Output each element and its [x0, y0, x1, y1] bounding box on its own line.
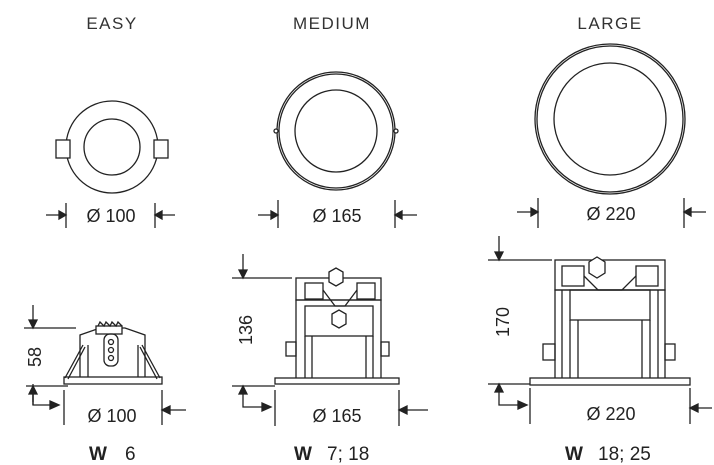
medium-height-dimension: 136 — [232, 254, 292, 395]
easy-bottom-dimension: Ø 100 — [32, 388, 186, 426]
medium-top-view — [273, 71, 399, 191]
medium-height: 136 — [236, 315, 256, 345]
large-side-view — [529, 256, 691, 386]
medium-watt: W 7; 18 — [294, 444, 369, 465]
medium-watt-values: 7; 18 — [327, 444, 369, 465]
large-bottom-dimension: Ø 220 — [498, 386, 712, 424]
large-watt: W 18; 25 — [565, 444, 651, 465]
easy-top-diameter: Ø 100 — [86, 206, 135, 226]
size-title-easy: EASY — [86, 14, 138, 33]
easy-side-view — [63, 320, 163, 385]
medium-bottom-diameter: Ø 165 — [312, 406, 361, 426]
large-top-diameter: Ø 220 — [586, 204, 635, 224]
large-height: 170 — [493, 307, 513, 337]
large-top-dimension: Ø 220 — [517, 198, 706, 228]
easy-watt-values: 6 — [125, 444, 136, 465]
easy-watt: W 6 — [89, 444, 136, 465]
easy-height: 58 — [25, 347, 45, 367]
large-watt-values: 18; 25 — [598, 444, 651, 465]
size-title-large: LARGE — [577, 14, 643, 33]
medium-bottom-dimension: Ø 165 — [242, 388, 428, 426]
medium-watt-label: W — [294, 444, 312, 465]
easy-top-dimension: Ø 100 — [46, 203, 175, 228]
easy-bottom-diameter: Ø 100 — [87, 406, 136, 426]
large-height-dimension: 170 — [488, 236, 552, 393]
easy-top-view — [55, 100, 169, 194]
size-title-medium: MEDIUM — [293, 14, 371, 33]
large-watt-label: W — [565, 444, 583, 465]
large-bottom-diameter: Ø 220 — [586, 404, 635, 424]
medium-top-diameter: Ø 165 — [312, 206, 361, 226]
easy-height-dimension: 58 — [24, 305, 76, 405]
medium-top-dimension: Ø 165 — [258, 200, 417, 228]
large-top-view — [534, 43, 686, 195]
easy-watt-label: W — [89, 444, 107, 465]
medium-side-view — [274, 267, 400, 385]
